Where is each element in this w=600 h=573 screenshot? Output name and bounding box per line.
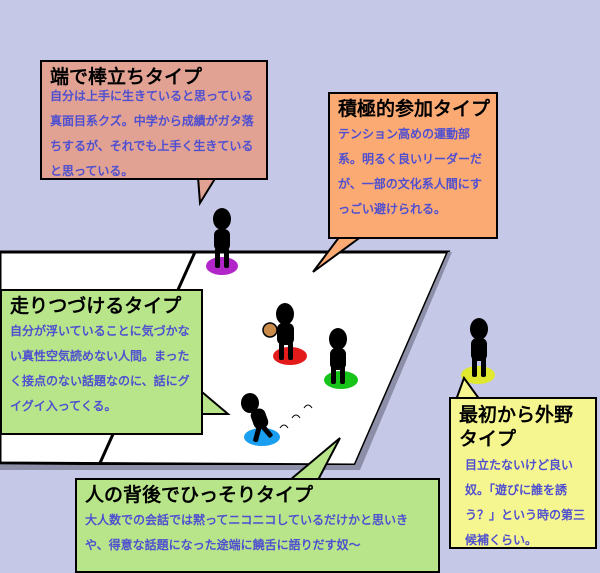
bubble-active: 積極的参加タイプ テンション高めの運動部系。明るく良いリーダーだが、一部の文化系… xyxy=(328,92,498,239)
body-quiet: 大人数での会話では黙ってニコニコしているだけかと思いきや、得意な話題になった途端… xyxy=(85,513,409,552)
motion-lines xyxy=(279,404,313,429)
body-runner: 自分が浮いていることに気づかない真性空気読めない人間。まったく接点のない話題なの… xyxy=(10,324,190,413)
bubble-quiet: 人の背後でひっそりタイプ 大人数での会話では黙ってニコニコしているだけかと思いき… xyxy=(75,478,440,573)
bubble-edge-standing: 端で棒立ちタイプ 自分は上手に生きていると思っている真面目系クズ。中学から成績が… xyxy=(40,60,268,180)
figure-standing-edge xyxy=(213,208,231,268)
figure-active xyxy=(329,328,347,384)
title-outfield: 最初から外野タイプ xyxy=(459,404,574,450)
ball xyxy=(262,322,278,338)
bubble-outfield: 最初から外野タイプ 目立たないけど良い奴。「遊びに誰を誘う？」という時の第三候補… xyxy=(449,397,597,549)
figure-outfield xyxy=(470,318,488,377)
body-outfield: 目立たないけど良い奴。「遊びに誰を誘う？」という時の第三候補くらい。 xyxy=(465,458,586,547)
yellow-spot xyxy=(461,366,495,384)
title-edge-standing: 端で棒立ちタイプ xyxy=(50,66,203,88)
blue-spot xyxy=(244,428,280,446)
title-runner: 走りつづけるタイプ xyxy=(10,295,182,317)
bubble-runner: 走りつづけるタイプ 自分が浮いていることに気づかない真性空気読めない人間。まった… xyxy=(0,289,203,435)
title-quiet: 人の背後でひっそりタイプ xyxy=(85,484,314,506)
title-active: 積極的参加タイプ xyxy=(338,98,491,120)
figure-running xyxy=(241,393,273,443)
body-edge-standing: 自分は上手に生きていると思っている真面目系クズ。中学から成績がガタ落ちするが、そ… xyxy=(50,89,254,178)
purple-spot xyxy=(206,257,238,275)
body-active: テンション高めの運動部系。明るく良いリーダーだが、一部の文化系人間にすっごい避け… xyxy=(338,127,483,216)
